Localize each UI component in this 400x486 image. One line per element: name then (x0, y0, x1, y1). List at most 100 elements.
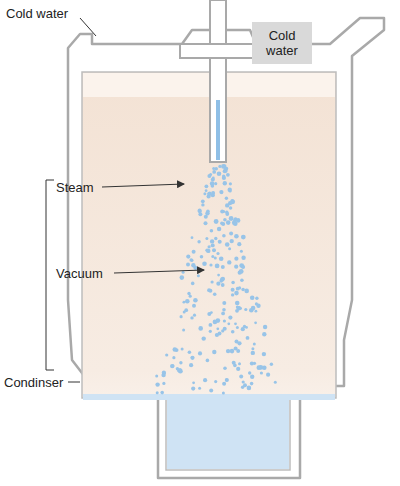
steam-dot (231, 288, 235, 292)
steam-dot (189, 295, 192, 298)
steam-dot (190, 316, 193, 319)
steam-dot (192, 250, 196, 254)
steam-dot (225, 378, 229, 382)
steam-dot (192, 304, 196, 308)
water-sump (167, 398, 289, 469)
steam-dot (155, 382, 159, 386)
steam-dot (234, 322, 237, 325)
steam-dot (234, 257, 238, 261)
steam-dot (198, 212, 202, 216)
steam-dot (190, 356, 194, 360)
steam-dot (260, 371, 263, 374)
pipe (210, 0, 226, 60)
steam-dot (211, 280, 214, 283)
steam-dot (217, 171, 222, 176)
steam-dot (216, 252, 219, 255)
steam-dot (202, 261, 207, 266)
steam-dot (229, 182, 232, 185)
steam-dot (219, 190, 223, 194)
steam-dot (237, 242, 241, 246)
steam-dot (222, 174, 225, 177)
steam-dot (201, 203, 204, 206)
steam-dot (236, 349, 240, 353)
steam-dot (225, 242, 230, 247)
steam-dot (180, 275, 185, 280)
steam-dot (179, 361, 182, 364)
callout-label: Condinser (4, 375, 63, 390)
steam-dot (226, 220, 231, 225)
steam-dot (228, 247, 231, 250)
steam-dot (211, 191, 215, 195)
steam-dot (223, 181, 227, 185)
steam-dot (213, 292, 217, 296)
steam-dot (180, 315, 183, 318)
steam-dot (244, 308, 247, 311)
steam-dot (191, 282, 195, 286)
steam-dot (209, 330, 212, 333)
steam-dot (251, 347, 254, 350)
steam-dot (205, 189, 208, 192)
steam-dot (221, 265, 225, 269)
steam-dot (214, 167, 218, 171)
steam-dot (222, 301, 226, 305)
steam-dot (204, 215, 208, 219)
steam-dot (227, 260, 231, 264)
steam-dot (226, 173, 230, 177)
steam-dot (222, 234, 226, 238)
steam-dot (251, 306, 256, 311)
steam-dot (262, 332, 266, 336)
steam-dot (209, 263, 212, 266)
steam-dot (218, 332, 222, 336)
steam-dot (214, 380, 217, 383)
cold-water-box: Cold water (252, 22, 312, 64)
steam-dot (255, 297, 258, 300)
steam-dot (206, 249, 210, 253)
steam-dot (171, 364, 174, 367)
steam-dot (225, 197, 228, 200)
steam-dot (207, 192, 211, 196)
steam-dot (250, 375, 254, 379)
steam-dot (239, 375, 243, 379)
steam-dot (216, 282, 220, 286)
steam-dot (238, 286, 241, 289)
steam-dot (230, 349, 235, 354)
steam-dot (247, 386, 252, 391)
steam-dot (193, 298, 198, 303)
steam-dot (262, 352, 266, 356)
steam-dot (221, 283, 225, 287)
steam-dot (248, 371, 251, 374)
steam-dot (191, 356, 194, 359)
steam-dot (254, 321, 257, 324)
steam-dot (211, 184, 215, 188)
steam-dot (244, 289, 249, 294)
steam-dot (222, 308, 226, 312)
steam-dot (240, 250, 243, 253)
steam-dot (178, 369, 183, 374)
callout-label: Cold water (6, 6, 68, 21)
steam-jet (216, 100, 220, 160)
steam-dot (228, 188, 232, 192)
steam-dot (241, 327, 245, 331)
housing (68, 18, 384, 478)
steam-dot (210, 239, 214, 243)
steam-dot (223, 319, 226, 322)
steam-dot (236, 218, 241, 223)
steam-dot (198, 387, 201, 390)
steam-dot (274, 381, 277, 384)
steam-dot (181, 348, 184, 351)
steam-dot (201, 199, 205, 203)
steam-dot (212, 170, 216, 174)
steam-dot (241, 265, 245, 269)
steam-dot (238, 362, 241, 365)
steam-dot (237, 306, 242, 311)
steam-dot (155, 375, 158, 378)
steam-dot (234, 234, 239, 239)
steam-dot (219, 279, 223, 283)
bracket (46, 180, 54, 370)
steam-dot (212, 248, 216, 252)
steam-dot (239, 269, 244, 274)
steam-dot (190, 259, 193, 262)
steam-dot (200, 255, 204, 259)
